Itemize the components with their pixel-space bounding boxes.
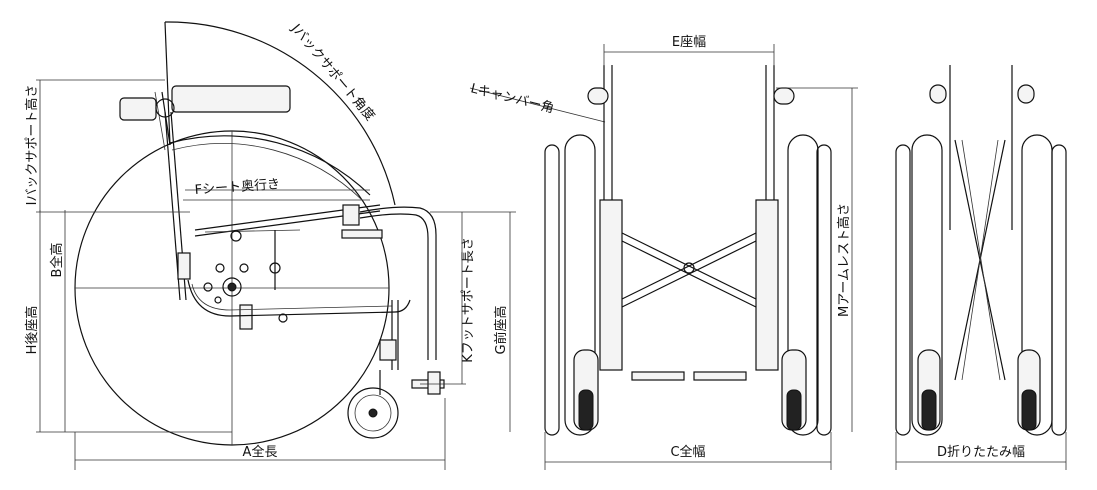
label-a: A全長 bbox=[243, 444, 278, 460]
label-g: G前座高 bbox=[493, 305, 509, 354]
folded-dimension-lines bbox=[895, 432, 1067, 470]
label-k: Kフットサポート長さ bbox=[461, 237, 476, 363]
folded-view bbox=[895, 65, 1067, 436]
label-i: Iバックサポート高さ bbox=[24, 85, 40, 206]
label-m: Mアームレスト高さ bbox=[836, 203, 852, 317]
side-dimension-lines bbox=[36, 79, 606, 470]
side-view bbox=[74, 21, 445, 446]
label-c: C全幅 bbox=[670, 444, 705, 460]
front-view bbox=[544, 65, 832, 436]
label-l: Lキャンバー角 bbox=[469, 81, 555, 116]
front-dimension-lines bbox=[544, 44, 858, 470]
label-h: H後座高 bbox=[24, 306, 40, 355]
back-angle-arc bbox=[164, 21, 396, 206]
label-j: Jバックサポート角度 bbox=[287, 20, 378, 124]
label-d: D折りたたみ幅 bbox=[937, 445, 1025, 460]
label-e: E座幅 bbox=[672, 35, 706, 50]
label-f: Fシート奥行き bbox=[194, 177, 280, 198]
label-b: B全高 bbox=[49, 243, 65, 278]
